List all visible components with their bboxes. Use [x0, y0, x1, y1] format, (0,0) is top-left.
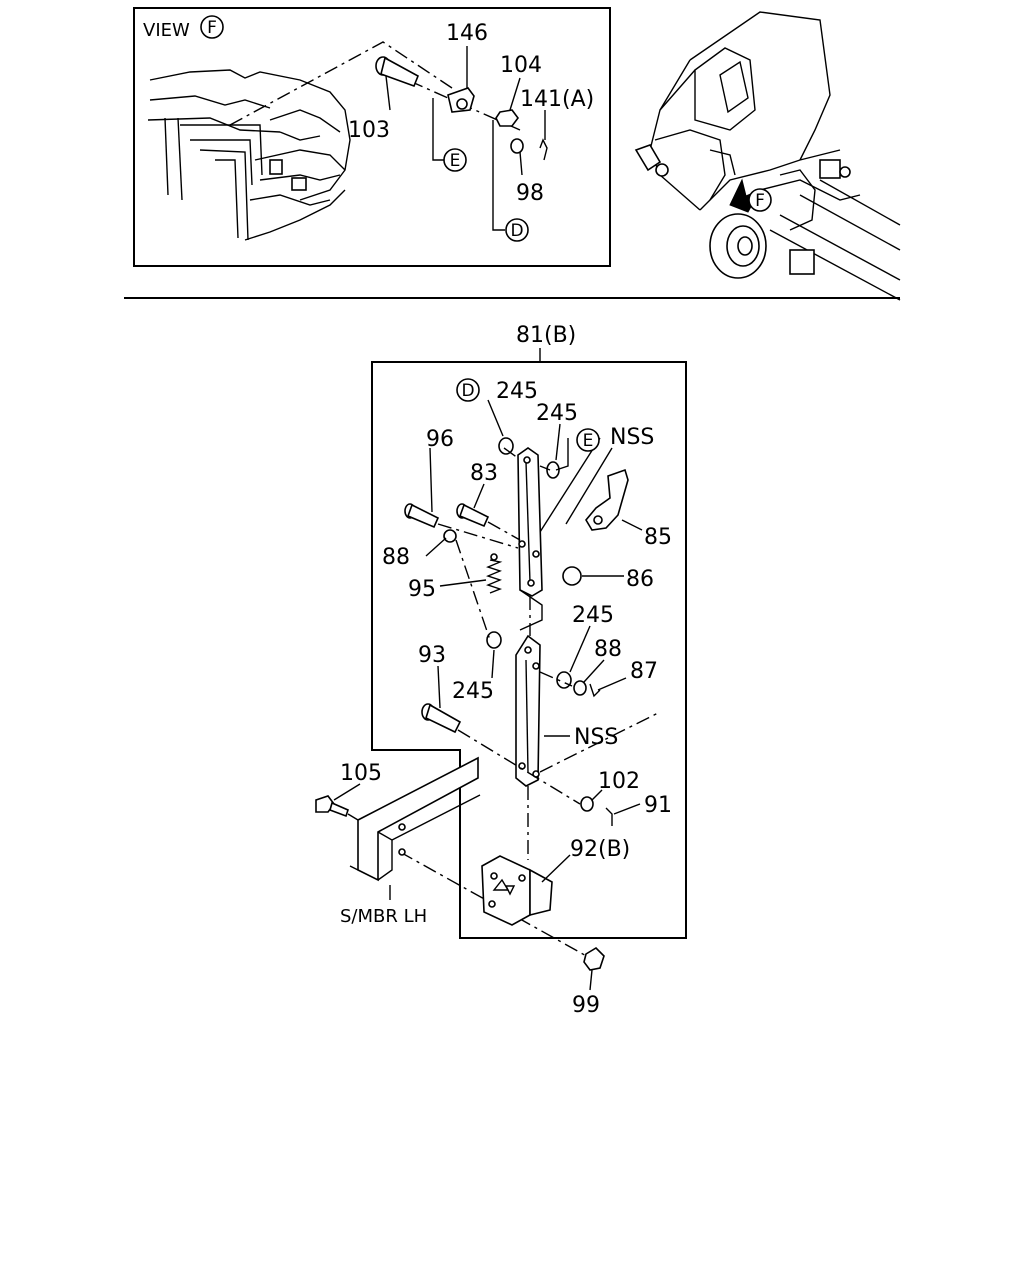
part-85-bellcrank — [585, 468, 629, 531]
ref-d-circle-view — [505, 218, 529, 242]
label-93: 93 — [418, 643, 446, 668]
part-146-bracket — [447, 87, 475, 113]
part-103-pin — [375, 56, 420, 88]
label-92b: 92(B) — [570, 837, 630, 862]
label-104: 104 — [500, 53, 542, 78]
washer-245-d — [486, 631, 502, 649]
view-ref-circle — [200, 15, 224, 39]
label-smbr-lh: S/MBR LH — [340, 906, 427, 927]
label-245-top: 245 — [496, 379, 538, 404]
pin-91 — [605, 807, 613, 826]
nut-99 — [583, 946, 605, 971]
label-98: 98 — [516, 181, 544, 206]
washer-102 — [580, 796, 594, 812]
label-91: 91 — [644, 793, 672, 818]
label-85: 85 — [644, 525, 672, 550]
label-95: 95 — [408, 577, 436, 602]
label-245-lower-left: 245 — [452, 679, 494, 704]
side-member-lh — [349, 756, 481, 882]
washer-245-b — [546, 461, 560, 479]
label-102: 102 — [598, 769, 640, 794]
cab-mount-sketch — [147, 69, 351, 241]
view-frame — [133, 7, 611, 267]
lower-control-rod — [515, 634, 541, 787]
label-88-lower: 88 — [594, 637, 622, 662]
label-99: 99 — [572, 993, 600, 1018]
label-146: 146 — [446, 21, 488, 46]
label-86: 86 — [626, 567, 654, 592]
washer-88-b — [573, 680, 587, 696]
arrow-ref-circle — [748, 188, 772, 212]
label-96: 96 — [426, 427, 454, 452]
assembly-81b-boundary — [371, 361, 687, 939]
pin-87 — [589, 683, 601, 698]
label-87: 87 — [630, 659, 658, 684]
part-98-washer — [510, 138, 524, 154]
view-f-inset: VIEW F — [133, 7, 611, 267]
washer-88-a — [443, 529, 457, 543]
part-141-clip — [539, 138, 548, 161]
view-ref-letter: F — [207, 18, 217, 38]
main-assembly: 81(B) — [315, 323, 687, 1018]
label-245-upper-right: 245 — [536, 401, 578, 426]
pin-93 — [421, 703, 462, 734]
ref-e-letter-main: E — [583, 431, 594, 451]
arrow-ref-letter: F — [755, 191, 765, 211]
part-104-nut — [495, 109, 519, 127]
ref-e-letter-view: E — [450, 151, 461, 171]
ref-d-circle-main — [456, 378, 480, 402]
label-141a: 141(A) — [520, 87, 594, 112]
bracket-92b — [481, 855, 553, 926]
ref-d-letter-view: D — [510, 221, 523, 241]
pin-83 — [456, 503, 490, 528]
label-nss-top: NSS — [610, 425, 654, 450]
label-83: 83 — [470, 461, 498, 486]
part-86-ring — [562, 566, 582, 586]
label-245-middle-right: 245 — [572, 603, 614, 628]
washer-245-a — [498, 437, 514, 455]
label-88-upper: 88 — [382, 545, 410, 570]
view-title: VIEW — [143, 20, 190, 41]
ref-d-letter-main: D — [461, 381, 474, 401]
label-81b: 81(B) — [516, 323, 576, 348]
label-105: 105 — [340, 761, 382, 786]
label-103: 103 — [348, 118, 390, 143]
ref-e-circle-main — [576, 428, 600, 452]
label-nss-bottom: NSS — [574, 725, 618, 750]
truck-illustration: F — [634, 11, 901, 301]
upper-control-rod — [517, 447, 543, 597]
bolt-105 — [315, 795, 349, 818]
ref-e-circle-view — [443, 148, 467, 172]
pin-96 — [404, 503, 440, 529]
part-95-spring — [486, 553, 503, 594]
